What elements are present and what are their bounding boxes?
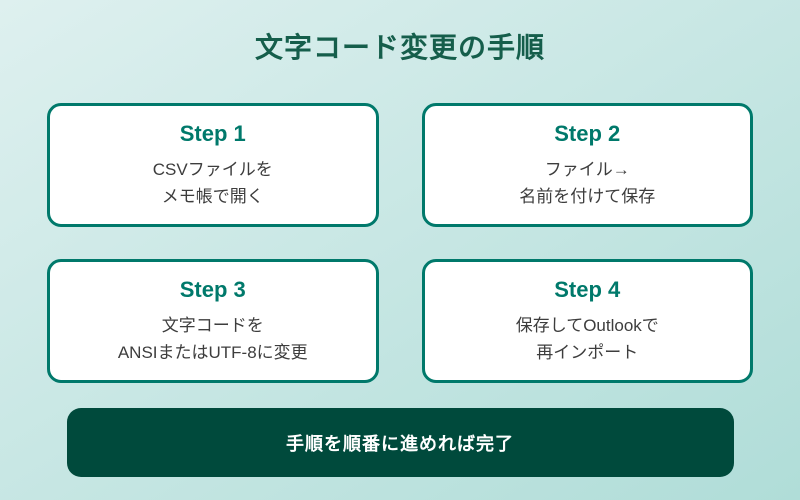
step-4-label: Step 4 [554, 276, 621, 302]
step-3-card: Step 3 文字コードを ANSIまたはUTF-8に変更 [47, 259, 379, 383]
step-2-label: Step 2 [554, 120, 621, 146]
step-1-label: Step 1 [179, 120, 246, 146]
completion-banner-text: 手順を順番に進めれば完了 [286, 433, 514, 454]
step-3-description: 文字コードを ANSIまたはUTF-8に変更 [118, 312, 308, 366]
step-4-line-2: 再インポート [536, 342, 639, 362]
step-4-line-1: 保存してOutlookで [515, 315, 659, 335]
step-4-description: 保存してOutlookで 再インポート [516, 312, 659, 366]
step-1-line-2: メモ帳で開く [161, 186, 264, 206]
step-1-description: CSVファイルを メモ帳で開く [153, 156, 273, 210]
step-2-card: Step 2 ファイル→ 名前を付けて保存 [421, 103, 753, 227]
steps-grid: Step 1 CSVファイルを メモ帳で開く Step 2 ファイル→ 名前を付… [47, 103, 753, 383]
step-1-card: Step 1 CSVファイルを メモ帳で開く [47, 103, 379, 227]
step-4-card: Step 4 保存してOutlookで 再インポート [421, 259, 753, 383]
step-3-line-1: 文字コードを [161, 315, 264, 335]
step-2-line-2: 名前を付けて保存 [519, 186, 656, 206]
step-2-line-1: ファイル→ [544, 159, 630, 179]
page-title: 文字コード変更の手順 [254, 32, 545, 63]
step-3-line-2: ANSIまたはUTF-8に変更 [117, 342, 308, 362]
step-1-line-1: CSVファイルを [152, 159, 273, 179]
completion-banner: 手順を順番に進めれば完了 [66, 408, 734, 477]
step-3-label: Step 3 [179, 276, 246, 302]
step-2-description: ファイル→ 名前を付けて保存 [519, 156, 655, 210]
